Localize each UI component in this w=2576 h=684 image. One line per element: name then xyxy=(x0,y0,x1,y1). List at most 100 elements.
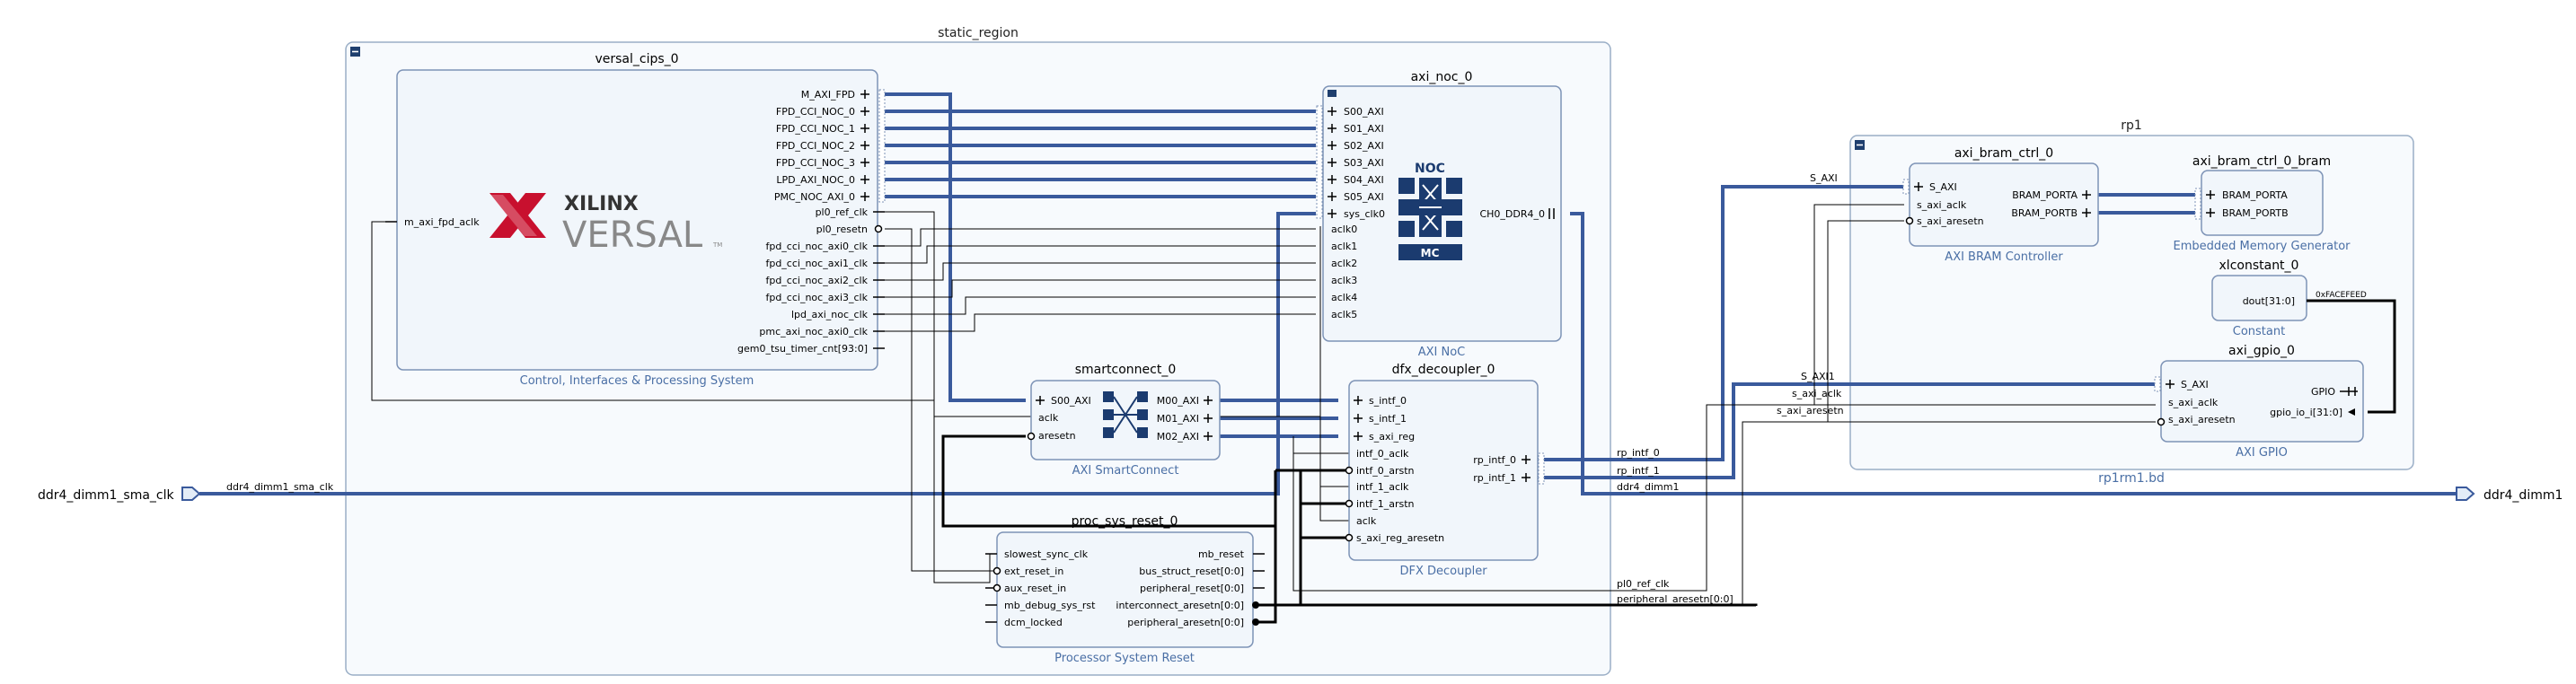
svg-text:s_axi_reg: s_axi_reg xyxy=(1369,431,1415,443)
output-port-icon xyxy=(2456,487,2475,501)
rp1-region-title: rp1 xyxy=(2121,118,2142,133)
rp1-footer: rp1rm1.bd xyxy=(2098,471,2165,486)
svg-text:M02_AXI: M02_AXI xyxy=(1157,431,1199,443)
svg-text:mb_reset: mb_reset xyxy=(1198,548,1245,560)
noc-logo-icon: NOC MC xyxy=(1398,162,1462,260)
svg-text:mb_debug_sys_rst: mb_debug_sys_rst xyxy=(1004,600,1096,611)
svg-text:aclk0: aclk0 xyxy=(1331,224,1357,235)
svg-text:LPD_AXI_NOC_0: LPD_AXI_NOC_0 xyxy=(776,174,855,186)
block-axi-bram-ctrl[interactable]: axi_bram_ctrl_0 AXI BRAM Controller S_AX… xyxy=(1902,146,2099,264)
svg-text:pl0_ref_clk: pl0_ref_clk xyxy=(816,206,869,218)
svg-text:FPD_CCI_NOC_3: FPD_CCI_NOC_3 xyxy=(776,157,855,169)
logo-versal-text: VERSAL xyxy=(562,215,703,256)
svg-text:PMC_NOC_AXI_0: PMC_NOC_AXI_0 xyxy=(774,191,855,203)
dfx-decoupler-title: dfx_decoupler_0 xyxy=(1392,363,1495,377)
net-labels: ddr4_dimm1_sma_clk rp_intf_0 rp_intf_1 d… xyxy=(226,172,2367,605)
bus-m-axi-fpd xyxy=(885,92,1026,402)
svg-text:intf_0_arstn: intf_0_arstn xyxy=(1356,465,1415,477)
svg-text:M00_AXI: M00_AXI xyxy=(1157,395,1199,407)
svg-text:aclk3: aclk3 xyxy=(1331,275,1357,286)
svg-text:FPD_CCI_NOC_0: FPD_CCI_NOC_0 xyxy=(776,106,855,118)
svg-text:peripheral_aresetn[0:0]: peripheral_aresetn[0:0] xyxy=(1127,617,1244,628)
svg-text:S05_AXI: S05_AXI xyxy=(1344,191,1384,203)
cips-pin-markers xyxy=(385,90,885,349)
axi-noc-title: axi_noc_0 xyxy=(1411,70,1473,84)
svg-text:interconnect_aresetn[0:0]: interconnect_aresetn[0:0] xyxy=(1116,600,1244,611)
block-dfx-decoupler[interactable]: dfx_decoupler_0 DFX Decoupler s_intf_0 s… xyxy=(1345,363,1545,578)
svg-text:S01_AXI: S01_AXI xyxy=(1344,123,1384,135)
svg-text:s_axi_aresetn: s_axi_aresetn xyxy=(2168,414,2236,425)
axi-noc-subtitle: AXI NoC xyxy=(1418,346,1466,359)
svg-text:aresetn: aresetn xyxy=(1038,430,1076,442)
svg-text:BRAM_PORTB: BRAM_PORTB xyxy=(2011,207,2078,219)
rp1-port-s-axi-aclk: s_axi_aclk xyxy=(1792,388,1842,399)
axi-bram-subtitle: Embedded Memory Generator xyxy=(2173,240,2351,253)
svg-text:slowest_sync_clk: slowest_sync_clk xyxy=(1004,548,1089,560)
svg-text:s_axi_aclk: s_axi_aclk xyxy=(2168,397,2219,408)
axi-bram-title: axi_bram_ctrl_0_bram xyxy=(2192,154,2331,169)
net-rp-intf-0: rp_intf_0 xyxy=(1617,447,1660,459)
svg-text:S_AXI: S_AXI xyxy=(2181,379,2209,390)
svg-text:pmc_axi_noc_axi0_clk: pmc_axi_noc_axi0_clk xyxy=(759,326,868,338)
svg-text:ext_reset_in: ext_reset_in xyxy=(1004,566,1063,577)
svg-text:fpd_cci_noc_axi0_clk: fpd_cci_noc_axi0_clk xyxy=(765,241,868,252)
svg-text:S03_AXI: S03_AXI xyxy=(1344,157,1384,169)
block-xlconstant[interactable]: xlconstant_0 Constant dout[31:0] xyxy=(2211,259,2312,338)
port-ddr4-dimm1-sma-clk[interactable]: ddr4_dimm1_sma_clk xyxy=(38,487,201,503)
axi-bram-ctrl-subtitle: AXI BRAM Controller xyxy=(1945,250,2063,264)
svg-text:S00_AXI: S00_AXI xyxy=(1051,395,1091,407)
axi-noc-menu-icon[interactable] xyxy=(1328,90,1337,97)
svg-text:aux_reset_in: aux_reset_in xyxy=(1004,583,1066,594)
port-ddr4-dimm1[interactable]: ddr4_dimm1 xyxy=(2456,487,2563,503)
svg-text:FPD_CCI_NOC_2: FPD_CCI_NOC_2 xyxy=(776,140,855,152)
block-versal-cips[interactable]: versal_cips_0 Control, Interfaces & Proc… xyxy=(385,52,886,388)
svg-text:intf_0_aclk: intf_0_aclk xyxy=(1356,448,1409,460)
svg-text:bus_struct_reset[0:0]: bus_struct_reset[0:0] xyxy=(1139,566,1244,577)
svg-text:peripheral_reset[0:0]: peripheral_reset[0:0] xyxy=(1140,583,1244,594)
svg-text:CH0_DDR4_0: CH0_DDR4_0 xyxy=(1479,208,1545,220)
port-ddr4-dimm1-label: ddr4_dimm1 xyxy=(2483,488,2563,503)
cips-pin-m-axi-fpd-aclk: m_axi_fpd_aclk xyxy=(404,216,480,228)
svg-text:S_AXI: S_AXI xyxy=(1929,181,1957,193)
axi-gpio-subtitle: AXI GPIO xyxy=(2236,446,2288,460)
xlconstant-body xyxy=(2211,275,2307,321)
smartconnect-title: smartconnect_0 xyxy=(1075,363,1176,377)
svg-text:aclk: aclk xyxy=(1356,515,1377,527)
block-proc-sys-reset[interactable]: proc_sys_reset_0 Processor System Reset … xyxy=(985,514,1265,665)
xilinx-versal-logo: XILINX VERSAL TM xyxy=(490,193,722,256)
versal-cips-subtitle: Control, Interfaces & Processing System xyxy=(520,374,754,388)
net-peripheral-aresetn: peripheral_aresetn[0:0] xyxy=(1617,593,1734,605)
svg-text:S00_AXI: S00_AXI xyxy=(1344,106,1384,118)
block-axi-noc[interactable]: axi_noc_0 AXI NoC S00_AXI S01_AXI S02_AX… xyxy=(1316,70,1562,359)
svg-text:M_AXI_FPD: M_AXI_FPD xyxy=(801,89,855,101)
svg-text:s_intf_1: s_intf_1 xyxy=(1369,413,1407,425)
noc-logo-top: NOC xyxy=(1415,162,1445,176)
noc-logo-bottom: MC xyxy=(1421,247,1440,259)
xlconstant-value: 0xFACEFEED xyxy=(2316,291,2367,300)
svg-text:BRAM_PORTB: BRAM_PORTB xyxy=(2222,207,2289,219)
svg-text:FPD_CCI_NOC_1: FPD_CCI_NOC_1 xyxy=(776,123,855,135)
bus-rp-intf-1 xyxy=(1538,382,2156,479)
block-axi-bram[interactable]: axi_bram_ctrl_0_bram Embedded Memory Gen… xyxy=(2173,154,2351,253)
svg-text:GPIO: GPIO xyxy=(2311,386,2335,398)
bus-sys-clk xyxy=(199,212,1316,495)
svg-text:intf_1_aclk: intf_1_aclk xyxy=(1356,481,1409,493)
svg-text:aclk4: aclk4 xyxy=(1331,292,1357,303)
svg-text:S04_AXI: S04_AXI xyxy=(1344,174,1384,186)
block-smartconnect[interactable]: smartconnect_0 AXI SmartConnect S00_AXI … xyxy=(1027,363,1221,478)
axi-noc-pin-markers xyxy=(1328,107,1555,219)
svg-text:aclk5: aclk5 xyxy=(1331,309,1357,320)
svg-text:gem0_tsu_timer_cnt[93:0]: gem0_tsu_timer_cnt[93:0] xyxy=(737,343,868,355)
svg-text:s_axi_aresetn: s_axi_aresetn xyxy=(1917,215,1984,227)
xlconstant-title: xlconstant_0 xyxy=(2219,259,2299,273)
smartconnect-logo-icon xyxy=(1103,391,1148,438)
versal-cips-title: versal_cips_0 xyxy=(595,52,678,66)
net-pl0-ref-clk: pl0_ref_clk xyxy=(1617,578,1670,590)
axi-bram-body xyxy=(2201,170,2324,236)
svg-text:aclk2: aclk2 xyxy=(1331,258,1357,269)
block-axi-gpio[interactable]: axi_gpio_0 AXI GPIO S_AXI s_axi_aclk s_a… xyxy=(2154,344,2364,460)
smartconnect-body xyxy=(1030,380,1221,460)
svg-text:rp_intf_0: rp_intf_0 xyxy=(1473,454,1516,466)
bus-rp-intf-0 xyxy=(1538,185,1904,461)
